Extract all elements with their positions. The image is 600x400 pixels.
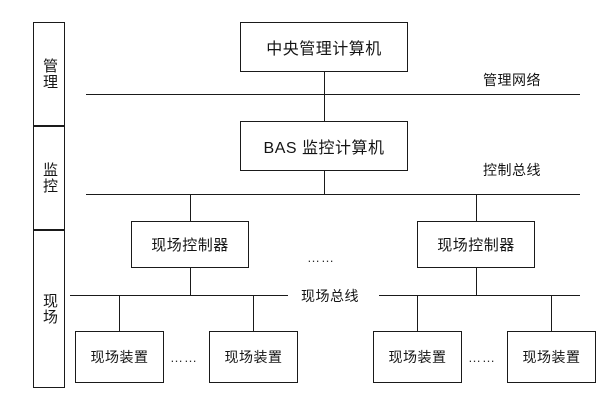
ellipsis-between-devices-right: …… — [468, 350, 496, 365]
tier-field-label: 现场 — [40, 293, 58, 325]
ellipsis-between-controllers: …… — [307, 250, 335, 265]
tier-field: 现场 — [33, 230, 65, 388]
control-bus-label: 控制总线 — [483, 162, 541, 178]
field-bus-label: 现场总线 — [297, 286, 363, 306]
node-field-controller-left: 现场控制器 — [131, 221, 249, 268]
node-bas-monitoring-computer: BAS 监控计算机 — [240, 121, 408, 171]
node-field-controller-right: 现场控制器 — [417, 221, 535, 268]
node-field-device-2: 现场装置 — [209, 331, 298, 383]
connector-bas-to-control-bus — [324, 171, 325, 194]
control-bus-line — [86, 194, 580, 195]
connector-field-bus-to-device-3 — [417, 295, 418, 331]
connector-field-bus-to-device-2 — [253, 295, 254, 331]
connector-controller-left-to-field-bus — [190, 268, 191, 295]
field-bus-line-right — [379, 295, 580, 296]
node-field-device-1: 现场装置 — [75, 331, 164, 383]
node-field-device-3: 现场装置 — [373, 331, 462, 383]
management-network-label: 管理网络 — [483, 72, 541, 88]
management-network-line — [86, 94, 580, 95]
tier-management: 管理 — [33, 22, 65, 126]
tier-monitoring: 监控 — [33, 126, 65, 230]
connector-field-bus-to-device-4 — [551, 295, 552, 331]
connector-central-to-management-network — [324, 72, 325, 94]
tier-monitoring-label: 监控 — [40, 162, 58, 194]
node-central-management-computer: 中央管理计算机 — [240, 22, 408, 72]
connector-control-bus-to-controller-right — [476, 194, 477, 221]
ellipsis-between-devices-left: …… — [170, 350, 198, 365]
field-bus-line-left — [70, 295, 288, 296]
connector-controller-right-to-field-bus — [476, 268, 477, 295]
connector-control-bus-to-controller-left — [190, 194, 191, 221]
node-field-device-4: 现场装置 — [507, 331, 596, 383]
connector-management-network-to-bas — [324, 94, 325, 121]
connector-field-bus-to-device-1 — [119, 295, 120, 331]
tier-management-label: 管理 — [40, 58, 58, 90]
